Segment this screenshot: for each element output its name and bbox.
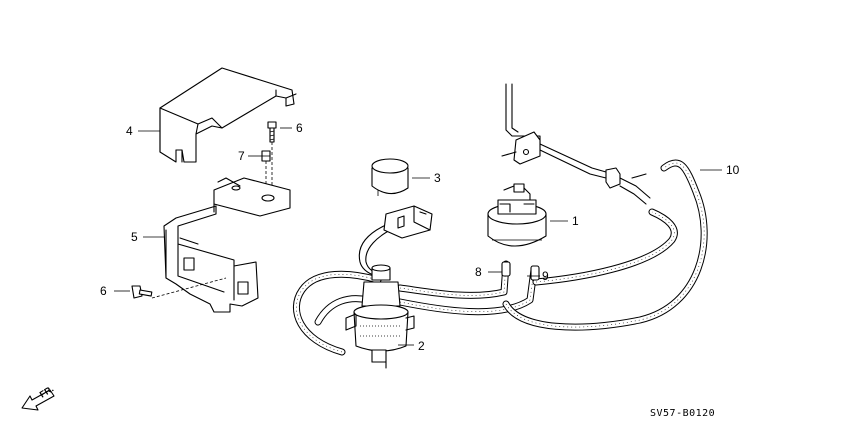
bolt-part-6-upper [267, 121, 277, 143]
callout-2: 2 [418, 339, 425, 353]
callout-4: 4 [126, 124, 133, 138]
diagram-code: SV57-B0120 [650, 408, 715, 419]
nut-part-7 [261, 150, 271, 162]
callout-1: 1 [572, 214, 579, 228]
callout-6-upper: 6 [296, 121, 303, 135]
callout-5: 5 [131, 230, 138, 244]
install-line-c [151, 277, 227, 299]
bolt-part-6-lower [131, 285, 153, 299]
sensor-part-1 [487, 183, 547, 247]
body-panel-mount [501, 83, 651, 205]
wiring-harness [358, 205, 433, 277]
callout-3: 3 [434, 171, 441, 185]
cap-part-3 [371, 158, 409, 196]
front-direction-arrow: FR. [21, 384, 55, 411]
callout-9: 9 [542, 269, 549, 283]
callout-7: 7 [238, 149, 245, 163]
hose-part-9 [530, 265, 540, 281]
bracket-part-5 [163, 177, 291, 313]
callout-8: 8 [475, 265, 482, 279]
callout-6-lower: 6 [100, 284, 107, 298]
hose-part-8 [501, 261, 511, 277]
vacuum-hoses [292, 159, 708, 356]
callout-10: 10 [726, 163, 740, 177]
solenoid-valve-part-2 [345, 264, 415, 369]
cover-part-4 [159, 67, 297, 163]
